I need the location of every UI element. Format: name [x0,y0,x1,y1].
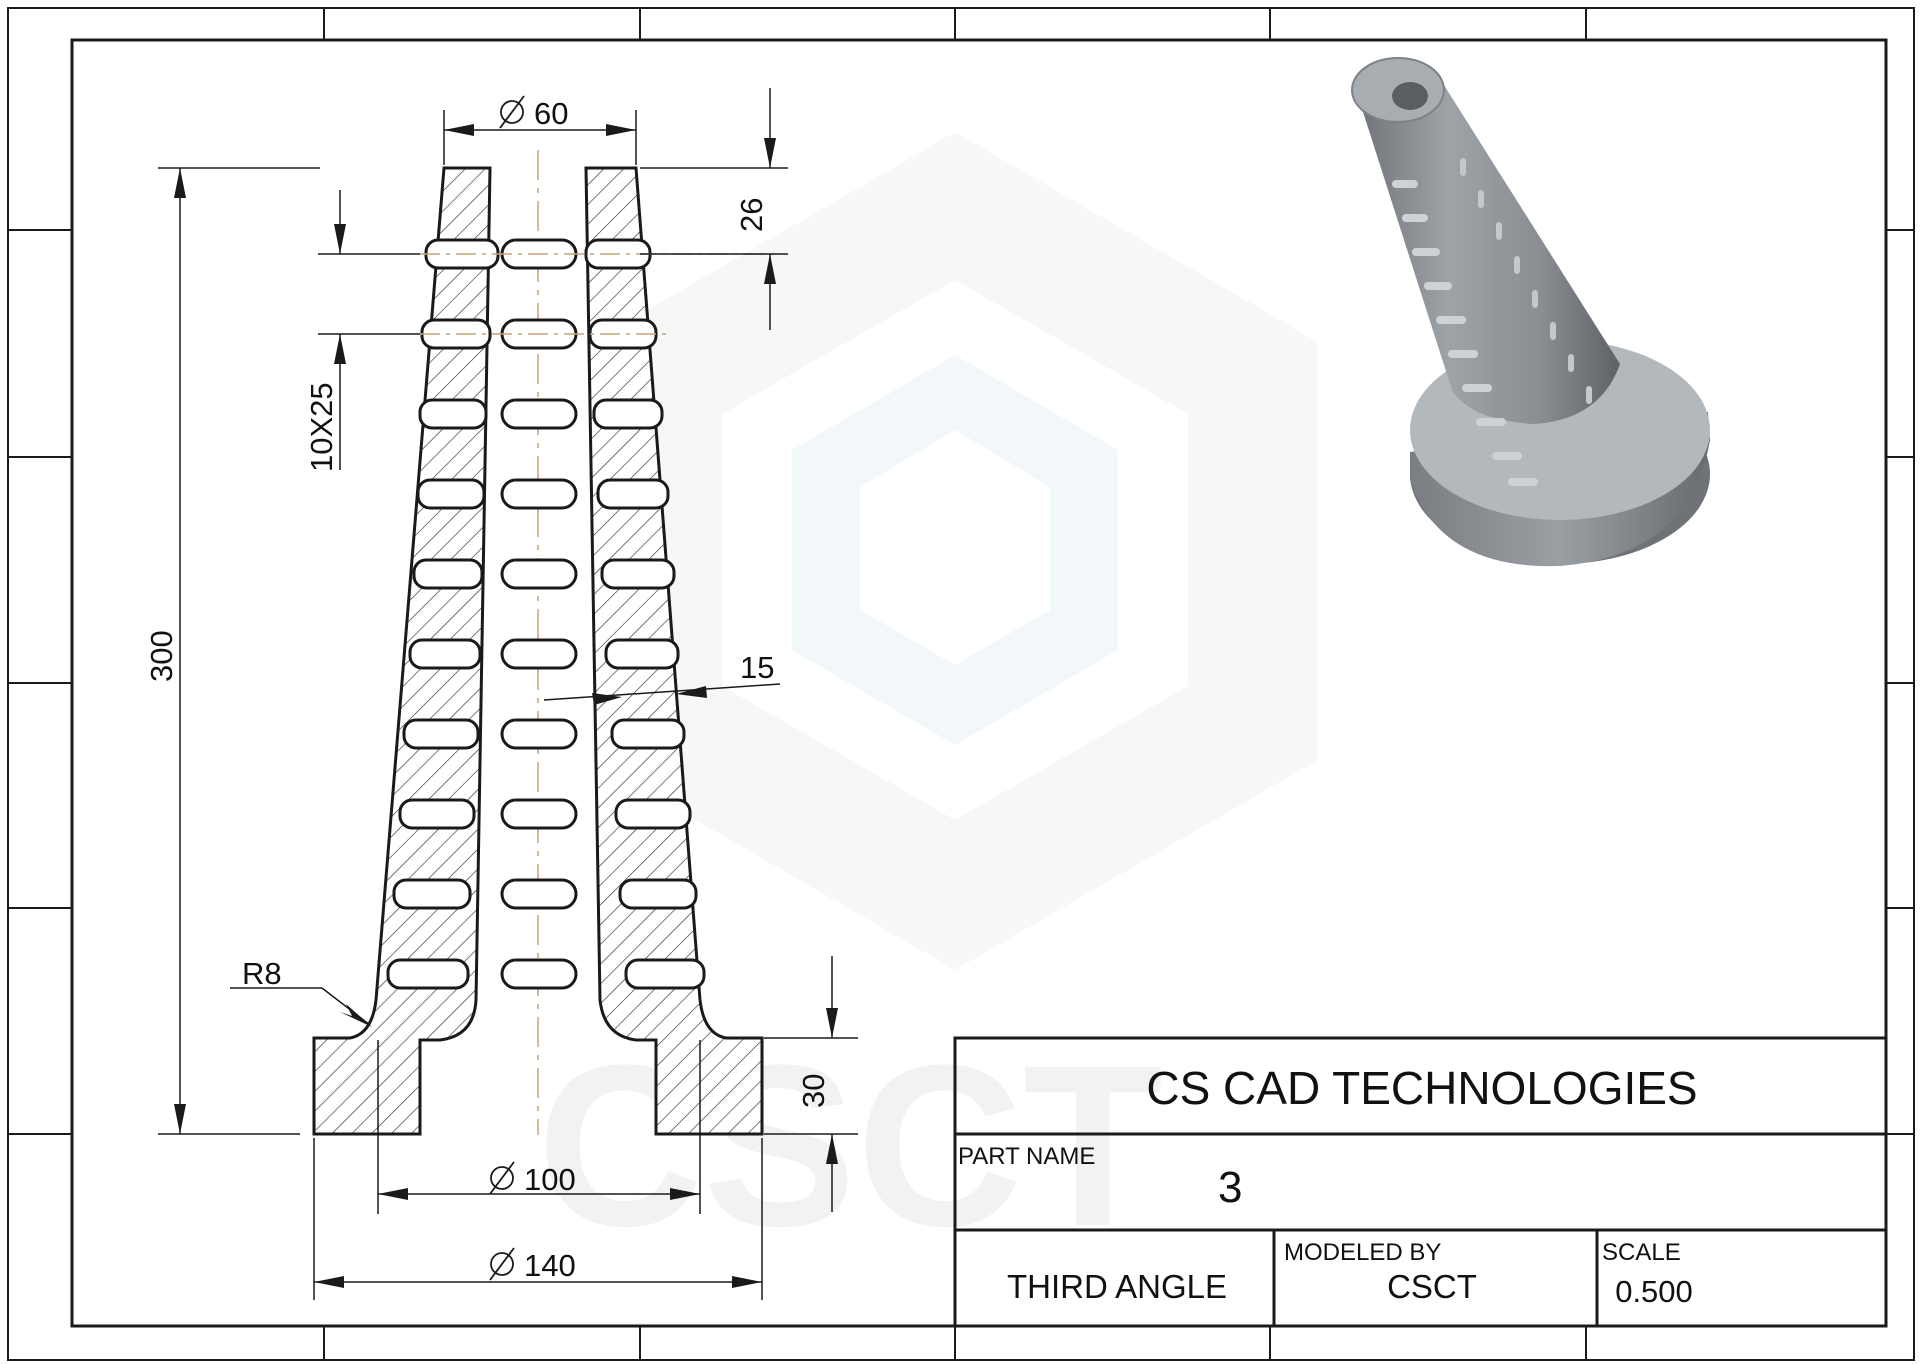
dim-slot-pattern: 10X25 [304,382,339,472]
dim-fillet-radius: R8 [242,956,282,991]
dimension-lines [158,88,858,1300]
isometric-model-view [1351,57,1710,567]
dim-base-diameter: 140 [524,1248,576,1283]
part-name-value: 3 [1218,1163,1242,1212]
dim-base-height: 30 [796,1074,831,1108]
diameter-icon [489,95,525,1281]
modeled-by-value: CSCT [1387,1268,1477,1305]
watermark-logo [592,132,1318,970]
wall-slot-cutouts [386,238,706,990]
dim-top-diameter: 60 [534,96,568,131]
dim-overall-height: 300 [144,630,179,682]
scale-label: SCALE [1602,1239,1681,1266]
dim-inner-base-diameter: 100 [524,1162,576,1197]
part-name-label: PART NAME [958,1143,1095,1170]
back-slots [500,238,578,990]
scale-value: 0.500 [1615,1274,1693,1309]
dim-wall-thickness: 15 [740,650,774,685]
company-name: CS CAD TECHNOLOGIES [1146,1062,1697,1114]
modeled-by-label: MODELED BY [1284,1239,1441,1266]
title-block [953,1036,1888,1328]
dim-top-height: 26 [734,198,769,232]
projection-method: THIRD ANGLE [1007,1268,1227,1305]
